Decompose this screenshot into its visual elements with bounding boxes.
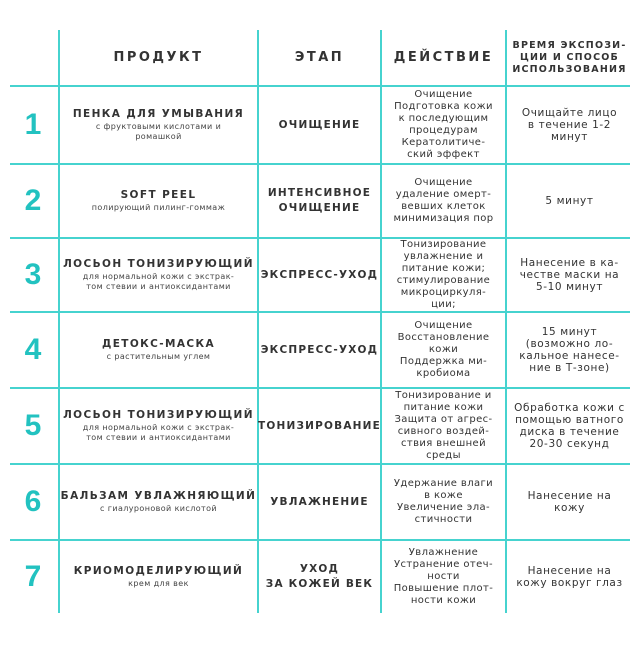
- stage-cell: УВЛАЖНЕНИЕ: [270, 495, 369, 508]
- divider: [10, 311, 630, 313]
- divider: [380, 30, 382, 613]
- time-cell: 15 минут (возможно ло- кальное нанесе- н…: [519, 326, 620, 374]
- divider: [10, 163, 630, 165]
- stage-cell: ИНТЕНСИВНОЕ ОЧИЩЕНИЕ: [267, 187, 372, 214]
- step-number: 6: [24, 485, 42, 518]
- stage-cell: ОЧИЩЕНИЕ: [278, 118, 361, 131]
- step-number: 2: [24, 184, 42, 217]
- action-cell: Увлажнение Устранение отеч- ности Повыше…: [393, 547, 494, 606]
- stage-cell: ЭКСПРЕСС-УХОД: [260, 268, 379, 281]
- product-name: ПЕНКА ДЛЯ УМЫВАНИЯ: [72, 108, 245, 120]
- stage-cell: ЭКСПРЕСС-УХОД: [260, 343, 379, 356]
- product-subtitle: для нормальной кожи с экстрак- том стеви…: [82, 272, 235, 291]
- product-name: ЛОСЬОН ТОНИЗИРУЮЩИЙ: [63, 409, 254, 421]
- step-number: 5: [24, 409, 42, 442]
- time-cell: Очищайте лицо в течение 1-2 минут: [521, 107, 618, 143]
- header-time: ВРЕМЯ ЭКСПОЗИ- ЦИИ И СПОСОБ ИСПОЛЬЗОВАНИ…: [512, 39, 627, 75]
- divider: [58, 30, 60, 613]
- product-cell: БАЛЬЗАМ УВЛАЖНЯЮЩИЙ с гиалуроновой кислот…: [60, 465, 257, 539]
- product-cell: ПЕНКА ДЛЯ УМЫВАНИЯ с фруктовыми кислотами…: [60, 87, 257, 163]
- product-subtitle: с гиалуроновой кислотой: [100, 504, 217, 513]
- action-cell: Удержание влаги в коже Увеличение эла- с…: [393, 478, 494, 525]
- product-name: КРИОМОДЕЛИРУЮЩИЙ: [73, 565, 244, 577]
- step-number: 1: [24, 108, 42, 141]
- time-cell: Нанесение на кожу вокруг глаз: [516, 565, 623, 589]
- product-cell: ЛОСЬОН ТОНИЗИРУЮЩИЙ для нормальной кожи с…: [60, 389, 257, 463]
- product-subtitle: для нормальной кожи с экстрак- том стеви…: [82, 423, 235, 442]
- product-name: SOFT PEEL: [120, 189, 197, 201]
- stage-cell: УХОД ЗА КОЖЕЙ ВЕК: [265, 563, 374, 590]
- action-cell: Очищение Восстановление кожи Поддержка м…: [397, 320, 490, 379]
- divider: [10, 387, 630, 389]
- product-name: БАЛЬЗАМ УВЛАЖНЯЮЩИЙ: [60, 490, 257, 502]
- product-cell: ДЕТОКС-МАСКА с растительным углем: [60, 313, 257, 387]
- action-cell: Очищение удаление омерт- вевших клеток м…: [393, 177, 494, 224]
- product-name: ЛОСЬОН ТОНИЗИРУЮЩИЙ: [63, 258, 254, 270]
- header-action: ДЕЙСТВИЕ: [393, 50, 494, 65]
- time-cell: Обработка кожи с помощью ватного диска в…: [514, 402, 625, 450]
- stage-cell: ТОНИЗИРОВАНИЕ: [258, 419, 382, 432]
- divider: [505, 30, 507, 613]
- action-cell: Очищение Подготовка кожи к последующим п…: [394, 89, 493, 160]
- header-product: ПРОДУКТ: [113, 50, 204, 65]
- divider: [10, 463, 630, 465]
- divider: [10, 85, 630, 87]
- time-cell: Нанесение в ка- честве маски на 5-10 мин…: [519, 257, 620, 293]
- product-cell: КРИОМОДЕЛИРУЮЩИЙ крем для век: [60, 541, 257, 613]
- product-cell: ЛОСЬОН ТОНИЗИРУЮЩИЙ для нормальной кожи с…: [60, 239, 257, 311]
- action-cell: Тонизирование увлажнение и питание кожи;…: [396, 239, 491, 310]
- product-subtitle: с растительным углем: [106, 352, 211, 361]
- product-subtitle: с фруктовыми кислотами и ромашкой: [95, 122, 222, 141]
- step-number: 7: [24, 560, 42, 593]
- divider: [10, 237, 630, 239]
- time-cell: Нанесение на кожу: [527, 490, 612, 514]
- action-cell: Тонизирование и питание кожи Защита от а…: [394, 390, 493, 461]
- header-stage: ЭТАП: [294, 50, 345, 65]
- product-cell: SOFT PEEL полирующий пилинг-гоммаж: [60, 165, 257, 237]
- product-subtitle: крем для век: [128, 579, 189, 588]
- time-cell: 5 минут: [545, 195, 594, 207]
- product-subtitle: полирующий пилинг-гоммаж: [91, 203, 226, 212]
- product-name: ДЕТОКС-МАСКА: [101, 338, 216, 350]
- divider: [10, 539, 630, 541]
- step-number: 4: [24, 333, 42, 366]
- step-number: 3: [24, 258, 42, 291]
- divider: [257, 30, 259, 613]
